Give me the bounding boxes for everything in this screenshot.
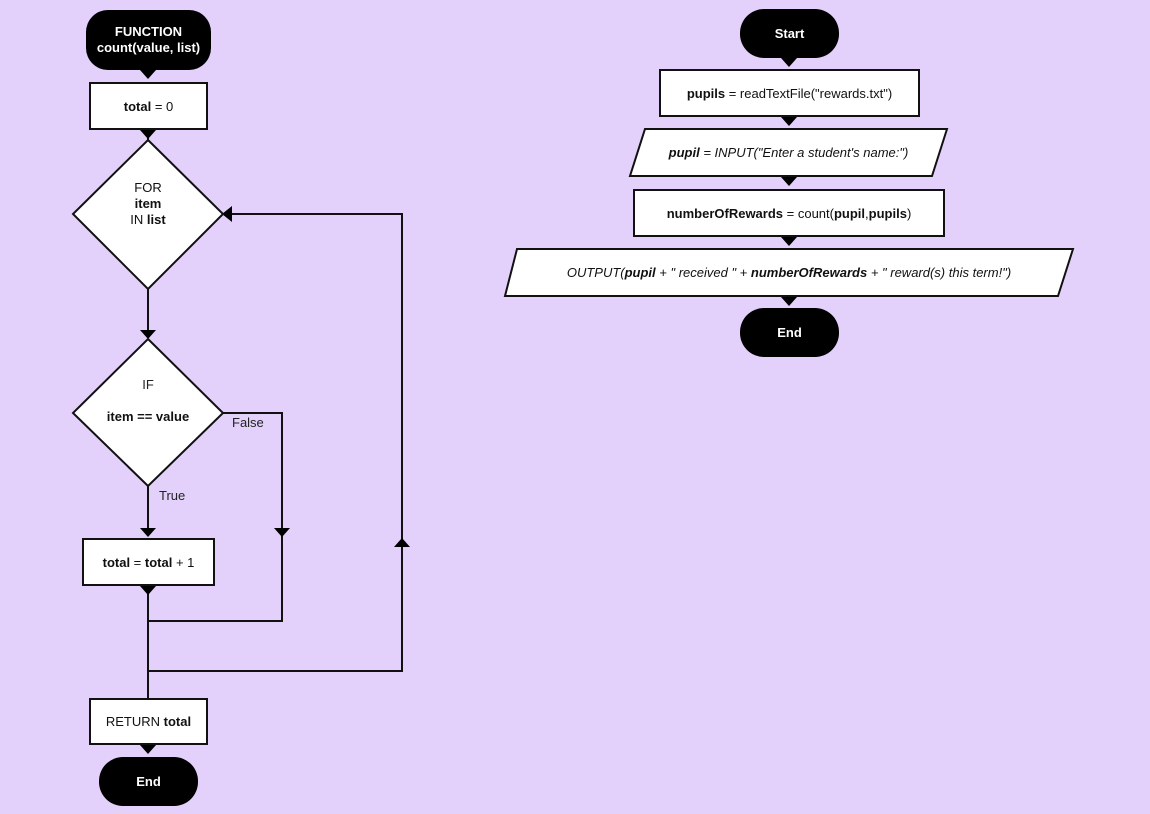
input-var: pupil [668, 145, 700, 160]
arrowhead-call [781, 237, 797, 246]
for-variable: item [134, 196, 162, 211]
for-loop-text: FOR item IN list [98, 178, 198, 230]
arrowhead-start [140, 70, 156, 79]
connector-loop-back [148, 213, 403, 672]
if-condition: item == value [106, 409, 190, 424]
arrowhead-init [140, 130, 156, 139]
increment-rhs: total [144, 554, 173, 570]
connector-if-false [148, 412, 283, 622]
read-rest: = readTextFile("rewards.txt") [725, 85, 893, 101]
arrowhead-true [140, 528, 156, 537]
init-var: total [123, 98, 152, 114]
arrowhead-output [781, 297, 797, 306]
init-total-box: total = 0 [89, 82, 208, 130]
arrowhead-increment [140, 586, 156, 595]
left-connectors [147, 130, 403, 698]
arrowhead-false [274, 528, 290, 537]
return-var: total [163, 714, 192, 729]
output-text: OUTPUT(pupil + " received " + numberOfRe… [505, 249, 1073, 296]
output-p2: + " received " + [655, 265, 751, 280]
right-end-terminal: End [740, 308, 839, 357]
call-arg1: pupil [833, 205, 866, 221]
arrowhead-loop-in [222, 206, 232, 222]
input-text: pupil = INPUT("Enter a student's name:") [630, 129, 947, 176]
call-close: ) [906, 205, 912, 221]
left-arrowheads [140, 70, 410, 754]
call-comma: , [865, 205, 869, 221]
call-mid: = count( [783, 205, 834, 221]
if-decision-diamond [71, 337, 225, 488]
read-file-box: pupils = readTextFile("rewards.txt") [659, 69, 920, 117]
arrowhead-right-start [781, 58, 797, 67]
for-list: list [146, 212, 166, 227]
output-p3: + " reward(s) this term!") [867, 265, 1012, 280]
left-end-terminal: End [99, 757, 198, 806]
increment-eq: = [130, 554, 145, 570]
input-rest: = INPUT("Enter a student's name:") [699, 145, 909, 160]
in-keyword: IN [130, 212, 147, 227]
increment-rest: + 1 [172, 554, 195, 570]
return-box: RETURN total [89, 698, 208, 745]
false-branch-label: False [232, 415, 264, 430]
function-signature: count(value, list) [96, 40, 201, 55]
for-loop-diamond [71, 138, 225, 291]
increment-box: total = total + 1 [82, 538, 215, 586]
for-keyword: FOR [134, 180, 162, 195]
arrowhead-input [781, 177, 797, 186]
function-start-terminal: FUNCTION count(value, list) [86, 10, 211, 70]
function-keyword: FUNCTION [114, 24, 183, 39]
output-parallelogram [503, 248, 1075, 297]
output-p1: OUTPUT( [566, 265, 625, 280]
arrowhead-read [781, 117, 797, 126]
output-var2: numberOfRewards [750, 265, 868, 280]
arrowhead-loop-up [394, 538, 410, 547]
output-var1: pupil [624, 265, 656, 280]
return-keyword: RETURN [105, 714, 164, 729]
right-start-terminal: Start [740, 9, 839, 58]
right-arrowheads [781, 58, 797, 306]
input-parallelogram [628, 128, 949, 177]
arrowhead-for-exit [140, 330, 156, 339]
arrowhead-return [140, 745, 156, 754]
call-var: numberOfRewards [666, 205, 784, 221]
increment-lhs: total [102, 554, 131, 570]
init-rest: = 0 [151, 98, 174, 114]
count-call-box: numberOfRewards = count(pupil,pupils) [633, 189, 945, 237]
true-branch-label: True [159, 488, 186, 503]
read-var: pupils [686, 85, 726, 101]
call-arg2: pupils [868, 205, 907, 221]
if-keyword: IF [142, 377, 154, 392]
